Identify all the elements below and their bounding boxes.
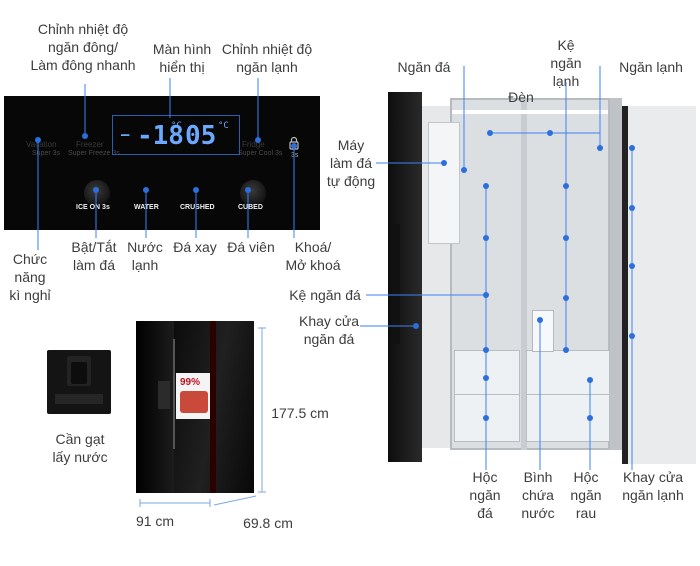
label-display: Màn hình hiển thị bbox=[152, 41, 212, 75]
label-light: Đèn bbox=[508, 89, 534, 105]
temperature-display: – -18 °C 05 °C bbox=[112, 115, 240, 155]
fridge-temp-button[interactable]: Fridge bbox=[242, 140, 265, 149]
label-vacation: Chức năng kì nghỉ bbox=[9, 251, 51, 303]
label-height: 177.5 cm bbox=[271, 405, 329, 421]
vacation-button[interactable]: Vacation bbox=[26, 140, 57, 149]
cubed-knob[interactable] bbox=[240, 180, 266, 206]
label-ice-toggle: Bật/Tắt làm đá bbox=[71, 239, 117, 273]
label-ice-maker: Máy làm đá tự động bbox=[326, 137, 376, 189]
label-fridge-temp: Chỉnh nhiệt độ ngăn lạnh bbox=[221, 41, 313, 75]
fridge-unit: °C bbox=[218, 121, 229, 131]
label-freezer-drawer: Hộc ngăn đá bbox=[469, 469, 501, 521]
lock-sub: 3s bbox=[291, 152, 299, 159]
freezer-temp-button[interactable]: Freezer bbox=[76, 140, 104, 149]
ice-on-knob[interactable] bbox=[84, 180, 110, 206]
ice-on-button[interactable]: ICE ON 3s bbox=[76, 204, 110, 211]
badge-text: 99% bbox=[180, 377, 201, 388]
promo-sticker: 99% bbox=[176, 373, 212, 419]
freezer-unit: °C bbox=[171, 121, 182, 131]
label-water-tank: Bình chứa nước bbox=[521, 469, 555, 521]
label-freezer-shelf: Kệ ngăn đá bbox=[289, 287, 361, 303]
fridge-temp-sub: Super Cool 3s bbox=[238, 150, 283, 157]
label-cold-water: Nước lạnh bbox=[127, 239, 163, 273]
freezer-temp-sub: Super Freeze 3s bbox=[68, 150, 120, 157]
cubed-button[interactable]: CUBED bbox=[238, 204, 263, 211]
water-lever-inset bbox=[47, 350, 111, 414]
crushed-button[interactable]: CRUSHED bbox=[180, 204, 215, 211]
freezer-temp-readout: -18 bbox=[137, 121, 184, 151]
fridge-closed: 99% bbox=[136, 321, 254, 493]
label-ice-compartment: Ngăn đá bbox=[397, 59, 451, 75]
label-lock: Khoá/ Mở khoá bbox=[285, 239, 341, 273]
label-freezer-temp: Chỉnh nhiệt độ ngăn đông/ Làm đông nhanh bbox=[30, 21, 136, 73]
label-width: 91 cm bbox=[135, 513, 175, 529]
label-cubed-ice: Đá viên bbox=[227, 239, 275, 255]
label-depth: 69.8 cm bbox=[243, 515, 293, 531]
label-veg-drawer: Hộc ngăn rau bbox=[570, 469, 602, 521]
label-fridge-compartment: Ngăn lạnh bbox=[619, 59, 683, 75]
label-fridge-door-tray: Khay cửa ngăn lạnh bbox=[622, 469, 684, 503]
control-panel: Vacation Super 3s Freezer Super Freeze 3… bbox=[4, 96, 320, 230]
label-freezer-door-tray: Khay cửa ngăn đá bbox=[299, 313, 359, 347]
label-fridge-shelf: Kệ ngăn lạnh bbox=[550, 37, 582, 89]
fridge-temp-readout: 05 bbox=[185, 121, 217, 151]
label-crushed-ice: Đá xay bbox=[173, 239, 217, 255]
label-water-lever: Cần gạt lấy nước bbox=[52, 431, 108, 465]
vacation-sub: Super 3s bbox=[32, 150, 61, 157]
